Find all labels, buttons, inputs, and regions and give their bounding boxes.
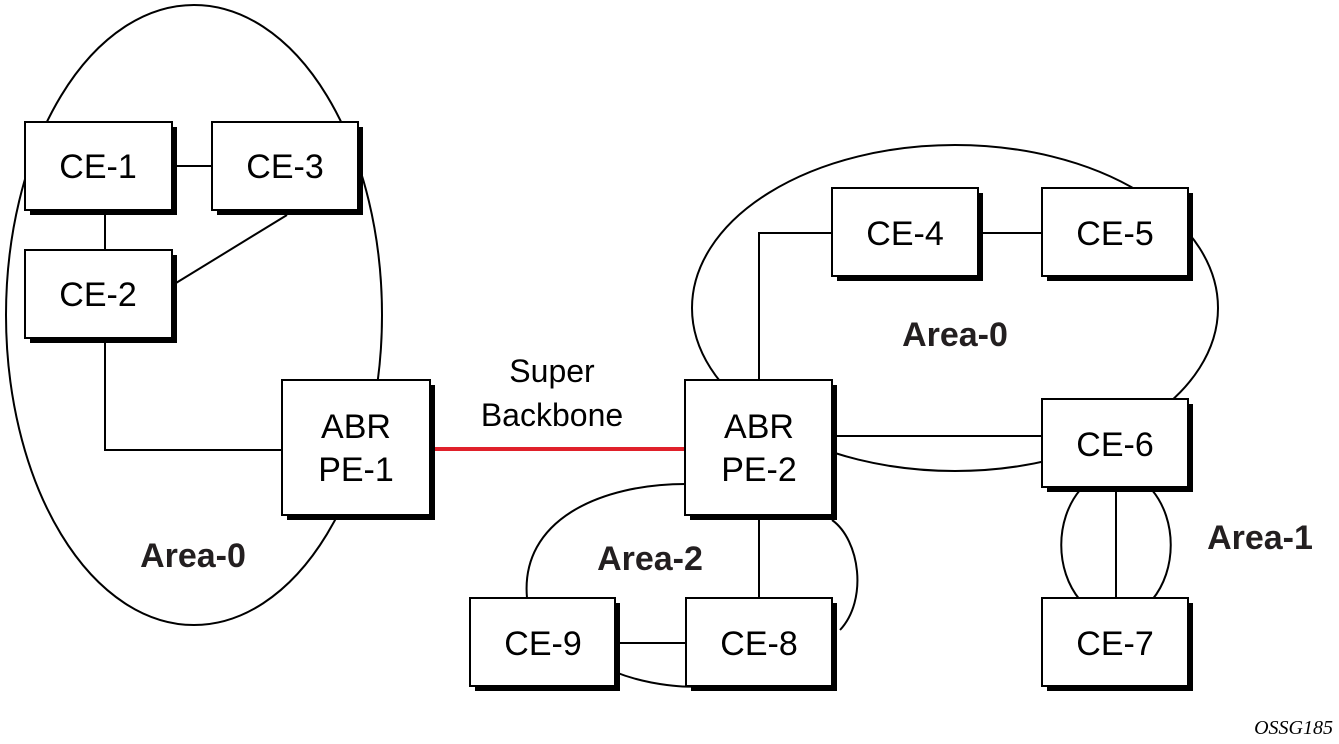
node-pe1-line1: ABR <box>321 408 391 446</box>
node-ce7[interactable]: CE-7 <box>1041 597 1193 691</box>
node-pe1-line2: PE-1 <box>318 451 394 489</box>
link-pe2-ce4 <box>758 232 832 380</box>
node-pe1[interactable]: ABR PE-1 <box>281 379 435 520</box>
backbone-label-line2: Backbone <box>481 397 623 433</box>
node-ce3[interactable]: CE-3 <box>211 121 363 215</box>
node-ce2[interactable]: CE-2 <box>24 249 177 343</box>
area2-label: Area-2 <box>597 540 703 578</box>
node-ce1[interactable]: CE-1 <box>24 121 177 215</box>
area1-boundary-right <box>1151 489 1172 601</box>
node-ce7-label: CE-7 <box>1076 625 1153 663</box>
node-ce4[interactable]: CE-4 <box>831 187 983 281</box>
node-ce3-label: CE-3 <box>246 148 323 186</box>
node-ce8-label: CE-8 <box>720 625 797 663</box>
figure-id: OSSG185 <box>1254 717 1333 739</box>
node-ce8[interactable]: CE-8 <box>685 597 837 691</box>
backbone-label-line1: Super <box>509 353 595 389</box>
area0-right-boundary <box>691 144 1219 472</box>
node-ce5-label: CE-5 <box>1076 215 1153 253</box>
area1-boundary-left <box>1060 489 1081 601</box>
area0-left-label: Area-0 <box>140 537 246 575</box>
node-pe2-line1: ABR <box>724 408 794 446</box>
node-ce4-label: CE-4 <box>866 215 943 253</box>
node-ce6[interactable]: CE-6 <box>1041 398 1193 492</box>
node-ce1-label: CE-1 <box>59 148 136 186</box>
area1-label: Area-1 <box>1207 519 1313 557</box>
link-ce2-pe1 <box>104 343 282 451</box>
node-pe2[interactable]: ABR PE-2 <box>684 379 837 520</box>
node-ce2-label: CE-2 <box>59 276 136 314</box>
link-ce3-ce2 <box>175 214 288 284</box>
node-ce5[interactable]: CE-5 <box>1041 187 1193 281</box>
node-ce6-label: CE-6 <box>1076 426 1153 464</box>
node-pe2-line2: PE-2 <box>721 451 797 489</box>
area0-left-boundary <box>5 4 383 626</box>
node-ce9[interactable]: CE-9 <box>469 597 620 691</box>
area0-right-label: Area-0 <box>902 316 1008 354</box>
node-ce9-label: CE-9 <box>504 625 581 663</box>
